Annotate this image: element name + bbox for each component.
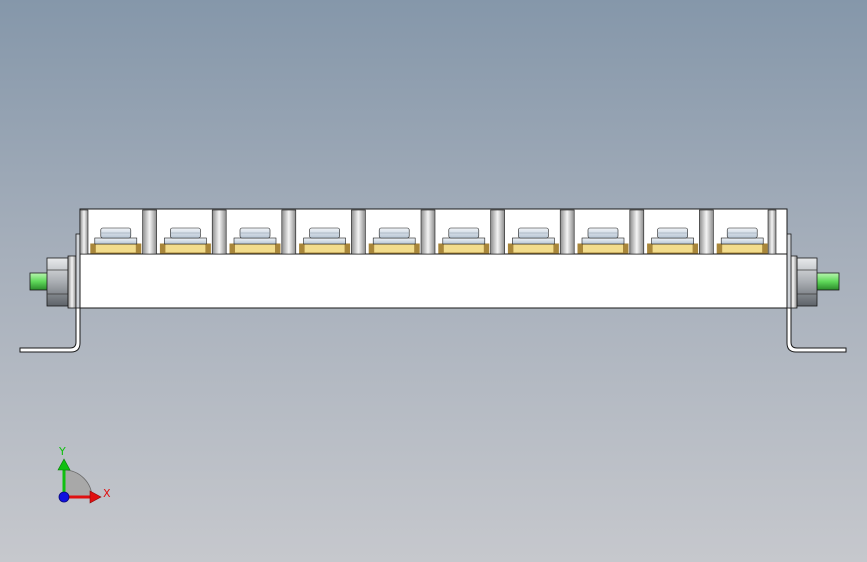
roller-collar [233, 237, 277, 245]
left-nut-stack[interactable] [46, 255, 77, 309]
roller-pad-edge [344, 244, 350, 253]
roller-pad-edge [414, 244, 420, 253]
roller[interactable] [299, 227, 351, 254]
right-shaft[interactable] [814, 272, 840, 291]
roller[interactable] [368, 227, 420, 254]
roller-pad [577, 243, 629, 254]
right-nut-stack[interactable] [788, 255, 818, 309]
roller-collar [720, 237, 764, 245]
roller[interactable] [507, 227, 559, 254]
roller-pad-edge [483, 244, 489, 253]
roller-pad-edge [508, 244, 514, 253]
roller-collar [303, 237, 346, 245]
roller-separator [699, 209, 714, 255]
roller-row [79, 209, 777, 255]
roller-pad-edge [623, 244, 628, 253]
roller-pad [90, 243, 142, 254]
roller-collar [94, 237, 138, 245]
roller-pad-edge [762, 244, 768, 253]
roller[interactable] [647, 227, 699, 254]
roller-collar [651, 237, 694, 245]
roller-conveyor-assembly[interactable] [19, 208, 847, 353]
roller-separator [351, 209, 366, 255]
roller-separator [79, 209, 89, 255]
roller-pad-edge [578, 244, 583, 253]
z-axis-dot [58, 491, 70, 503]
roller[interactable] [229, 227, 281, 254]
roller-pad [159, 243, 211, 254]
y-axis-arrow [57, 458, 71, 471]
roller-pad [647, 243, 699, 254]
roller-pad [438, 243, 490, 254]
y-axis-label: Y [58, 445, 66, 458]
roller-pad-edge [553, 244, 559, 253]
roller-pad [368, 243, 420, 254]
roller-separator [490, 209, 505, 255]
roller-separator [281, 209, 297, 255]
roller-collar [512, 237, 555, 245]
roller-pad-edge [90, 244, 96, 253]
roller-separator [767, 209, 777, 255]
roller[interactable] [716, 227, 768, 254]
roller[interactable] [577, 227, 629, 254]
roller-pad-edge [135, 244, 141, 253]
axis-triad: X Y [57, 445, 111, 504]
roller[interactable] [438, 227, 490, 254]
roller-pad [716, 243, 768, 254]
roller-collar [164, 237, 207, 245]
roller-separator [142, 209, 157, 255]
left-end-plate[interactable] [75, 233, 81, 309]
roller-collar [581, 237, 625, 245]
rail-body-lower[interactable] [79, 253, 788, 309]
roller-separator [629, 209, 645, 255]
roller-separator [420, 209, 436, 255]
roller-separator [559, 209, 575, 255]
roller-pad-edge [299, 244, 305, 253]
roller-pad [299, 243, 351, 254]
x-axis-arrow [89, 490, 102, 504]
roller-collar [442, 237, 486, 245]
roller[interactable] [90, 227, 142, 254]
roller-pad [229, 243, 281, 254]
roller-pad-edge [717, 244, 723, 253]
roller-pad-edge [692, 244, 698, 253]
roller-separator [211, 209, 227, 255]
roller-pad-edge [160, 244, 166, 253]
roller-pad-edge [438, 244, 444, 253]
x-axis-label: X [103, 487, 111, 500]
roller-pad-edge [275, 244, 280, 253]
roller-collar [372, 237, 416, 245]
roller[interactable] [159, 227, 211, 254]
roller-pad-edge [369, 244, 375, 253]
roller-pad [507, 243, 559, 254]
right-end-plate[interactable] [786, 233, 792, 309]
roller-pad-edge [205, 244, 211, 253]
roller-pad-edge [647, 244, 653, 253]
roller-pad-edge [230, 244, 235, 253]
